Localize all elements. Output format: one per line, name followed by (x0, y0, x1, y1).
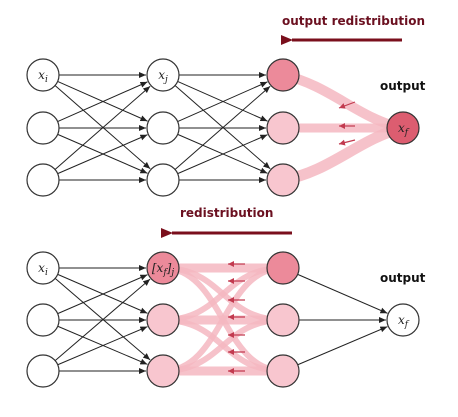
bottom-edge-l1-2-l2-0 (54, 278, 151, 361)
top-layer1-node-0-label-sub: i (45, 75, 48, 85)
top-layer2-node-2 (146, 163, 180, 197)
top-layer1-node-1 (26, 111, 60, 145)
bottom-edge-l1-1-l2-0 (57, 274, 148, 315)
top-edge-l1-1-l2-0 (57, 81, 148, 122)
bottom-relevance-arrows (228, 261, 245, 374)
bottom-layer2-node-0-circle (146, 251, 180, 285)
bottom-nodes: xi[xf]jxf (26, 251, 420, 388)
top-layer3-node-0-circle (266, 58, 300, 92)
bottom-layer2-node-2-circle (146, 354, 180, 388)
bottom-edges (54, 265, 388, 374)
bottom-edge-l1-2-l2-1 (57, 326, 148, 366)
top-edge-l2-2-l3-0 (174, 85, 271, 170)
bottom-layer1-node-0-circle (26, 251, 60, 285)
bottom-layer3-node-2-circle (266, 354, 300, 388)
bottom-layer1-node-0: xi (26, 251, 60, 285)
bottom-edge-l3-0-out (297, 273, 388, 314)
bottom-layer2-node-2 (146, 354, 180, 388)
bottom-layer2-node-0-label-main: [x (152, 261, 164, 275)
bottom-output-node: xf (386, 303, 420, 337)
bottom-layer2-node-1-circle (146, 303, 180, 337)
top-layer2-node-0-label: xj (158, 68, 168, 85)
bottom-layer2-node-1 (146, 303, 180, 337)
bottom-layer1-node-1 (26, 303, 60, 337)
bottom-layer1-node-1-circle (26, 303, 60, 337)
top-layer2-node-0-circle (146, 58, 180, 92)
bottom-layer1-node-2-circle (26, 354, 60, 388)
top-output-node-label-sub: f (404, 128, 410, 138)
bottom-layer2-node-0-label-sub: f (162, 268, 168, 278)
top-edge-l2-2-l3-1 (177, 134, 268, 175)
bottom-edge-l3-2-out (297, 326, 388, 366)
top-layer3-node-1 (266, 111, 300, 145)
top-output-node: xf (386, 111, 420, 145)
bottom-layer1-node-0-label-sub: i (45, 268, 48, 278)
top-output-node-label-main: x (398, 121, 405, 135)
top-layer1-node-2-circle (26, 163, 60, 197)
top-band-2 (277, 122, 409, 186)
bottom-layer1-node-0-label-main: x (38, 261, 45, 275)
top-layer2-node-0: xj (146, 58, 180, 92)
top-layer3-node-2 (266, 163, 300, 197)
top-layer1-node-0-label-main: x (38, 68, 45, 82)
top-rel-arrow-0 (338, 101, 356, 109)
top-edge-l1-2-l2-1 (57, 134, 148, 175)
bottom-layer3-node-2 (266, 354, 300, 388)
bottom-layer2-node-0-label-after: ] (166, 261, 172, 275)
bottom-output-label: output (380, 271, 426, 285)
top-edges (54, 72, 271, 183)
bottom-layer1-node-2 (26, 354, 60, 388)
bottom-layer2-node-0-label-sub2: j (169, 268, 174, 278)
top-output-label: output (380, 79, 426, 93)
top-heading: output redistribution (282, 14, 425, 28)
top-layer2-node-0-label-main: x (158, 68, 165, 82)
bottom-heading: redistribution (180, 206, 273, 220)
top-layer1-node-1-circle (26, 111, 60, 145)
bottom-output-node-label-main: x (398, 313, 405, 327)
top-rel-arrow-2 (338, 139, 356, 146)
bottom-output-node-label: xf (398, 313, 410, 330)
bottom-layer3-node-0-circle (266, 251, 300, 285)
top-layer3-node-0 (266, 58, 300, 92)
top-layer1-node-0: xi (26, 58, 60, 92)
bottom-panel: redistribution xi[xf]jxf output (26, 206, 426, 388)
top-layer2-node-1 (146, 111, 180, 145)
top-layer3-node-1-circle (266, 111, 300, 145)
bottom-layer3-node-0 (266, 251, 300, 285)
top-edge-l1-2-l2-0 (54, 85, 151, 170)
top-output-node-label: xf (398, 121, 410, 138)
bottom-layer1-node-0-label: xi (38, 261, 48, 278)
bottom-band-2-1 (160, 317, 286, 374)
bottom-relevance-bands (158, 263, 288, 376)
bottom-layer2-node-0: [xf]j (146, 251, 180, 285)
top-layer1-node-2 (26, 163, 60, 197)
bottom-layer3-node-1 (266, 303, 300, 337)
top-layer1-node-0-circle (26, 58, 60, 92)
top-relevance-arrows (338, 101, 356, 146)
top-layer2-node-1-circle (146, 111, 180, 145)
top-layer2-node-0-label-sub: j (163, 75, 168, 85)
bottom-band-1-0 (160, 265, 286, 323)
bottom-output-node-circle (386, 303, 420, 337)
top-layer2-node-2-circle (146, 163, 180, 197)
top-edge-l2-1-l3-0 (177, 81, 268, 122)
bottom-output-node-label-sub: f (404, 320, 410, 330)
bottom-layer3-node-1-circle (266, 303, 300, 337)
bottom-layer2-node-0-label: [xf]j (152, 261, 174, 278)
top-output-node-circle (386, 111, 420, 145)
top-layer1-node-0-label: xi (38, 68, 48, 85)
top-layer3-node-2-circle (266, 163, 300, 197)
